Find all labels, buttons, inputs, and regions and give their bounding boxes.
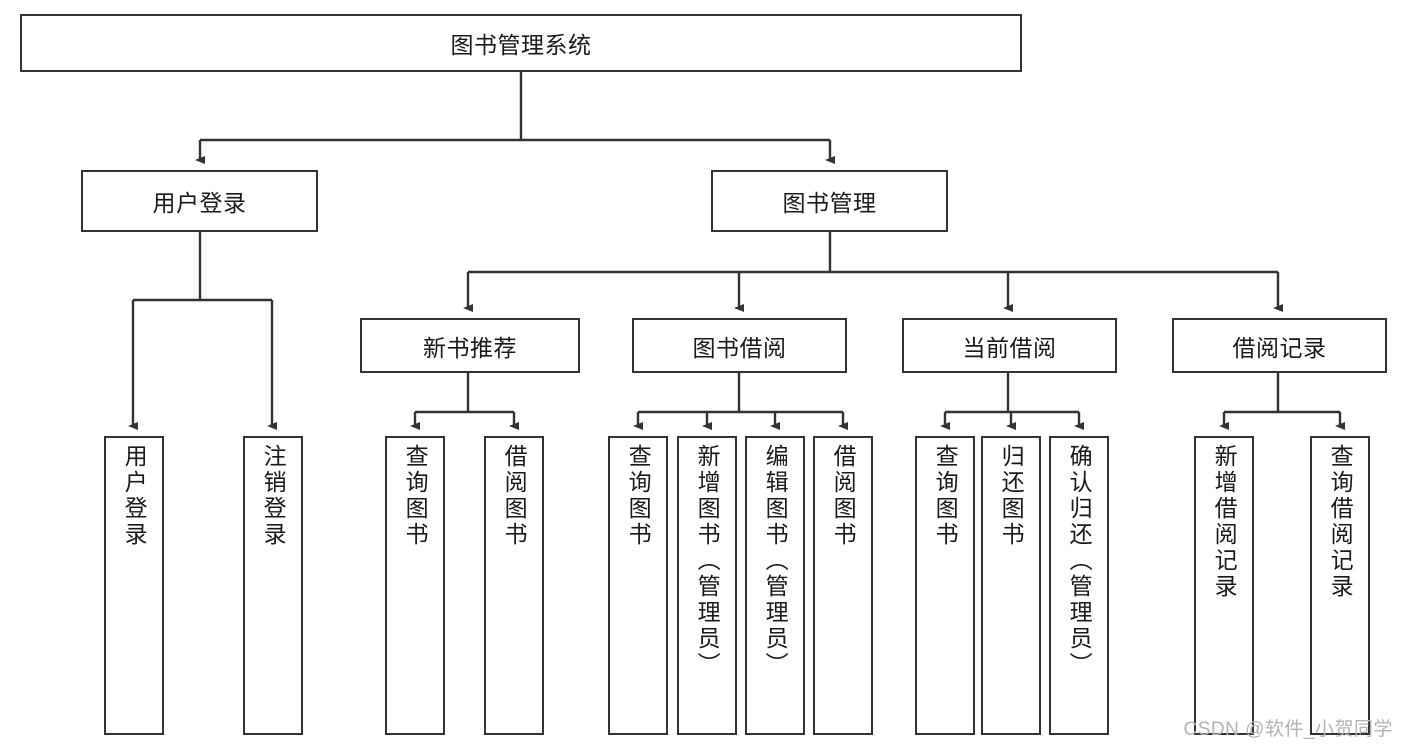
leaf-return-book[interactable]: 归还图书 (981, 436, 1041, 735)
node-book-borrow[interactable]: 图书借阅 (632, 318, 847, 373)
leaf-query-borrow-record-label: 查询借阅记录 (1327, 444, 1354, 600)
leaf-borrow-book-recommend-label: 借阅图书 (501, 444, 528, 548)
leaf-logout[interactable]: 注销登录 (243, 436, 303, 735)
leaf-query-book-recommend[interactable]: 查询图书 (385, 436, 445, 735)
leaf-add-book-admin[interactable]: 新增图书（管理员） (677, 436, 737, 735)
leaf-query-borrow-record[interactable]: 查询借阅记录 (1310, 436, 1370, 735)
leaf-edit-book-admin-label: 编辑图书（管理员） (762, 444, 789, 678)
leaf-logout-label: 注销登录 (260, 444, 287, 548)
leaf-confirm-return-admin-label: 确认归还（管理员） (1066, 444, 1093, 678)
leaf-return-book-label: 归还图书 (998, 444, 1025, 548)
leaf-query-book-borrow[interactable]: 查询图书 (608, 436, 668, 735)
leaf-add-book-admin-label: 新增图书（管理员） (694, 444, 721, 678)
leaf-query-book-current[interactable]: 查询图书 (915, 436, 975, 735)
leaf-query-book-recommend-label: 查询图书 (402, 444, 429, 548)
leaf-confirm-return-admin[interactable]: 确认归还（管理员） (1049, 436, 1109, 735)
leaf-borrow-book-recommend[interactable]: 借阅图书 (484, 436, 544, 735)
leaf-user-login-label: 用户登录 (121, 444, 148, 548)
leaf-user-login[interactable]: 用户登录 (104, 436, 164, 735)
node-borrow-record[interactable]: 借阅记录 (1172, 318, 1387, 373)
node-user-login-label: 用户登录 (152, 190, 247, 216)
leaf-add-borrow-record-label: 新增借阅记录 (1211, 444, 1238, 600)
node-current-borrow-label: 当前借阅 (962, 334, 1057, 361)
watermark: CSDN @软件_小贺同学 (1183, 719, 1393, 740)
node-book-borrow-label: 图书借阅 (692, 334, 787, 361)
node-book-management-label: 图书管理 (782, 190, 877, 216)
node-root[interactable]: 图书管理系统 (20, 14, 1022, 72)
leaf-borrow-book-label: 借阅图书 (830, 444, 857, 548)
leaf-add-borrow-record[interactable]: 新增借阅记录 (1194, 436, 1254, 735)
node-new-book-recommend-label: 新书推荐 (423, 334, 517, 361)
leaf-query-book-borrow-label: 查询图书 (625, 444, 652, 548)
node-book-management[interactable]: 图书管理 (711, 170, 948, 232)
node-borrow-record-label: 借阅记录 (1232, 334, 1327, 361)
node-current-borrow[interactable]: 当前借阅 (902, 318, 1117, 373)
node-new-book-recommend[interactable]: 新书推荐 (360, 318, 580, 373)
leaf-borrow-book[interactable]: 借阅图书 (813, 436, 873, 735)
leaf-query-book-current-label: 查询图书 (932, 444, 959, 548)
leaf-edit-book-admin[interactable]: 编辑图书（管理员） (745, 436, 805, 735)
node-user-login[interactable]: 用户登录 (81, 170, 318, 232)
node-root-label: 图书管理系统 (450, 32, 592, 58)
